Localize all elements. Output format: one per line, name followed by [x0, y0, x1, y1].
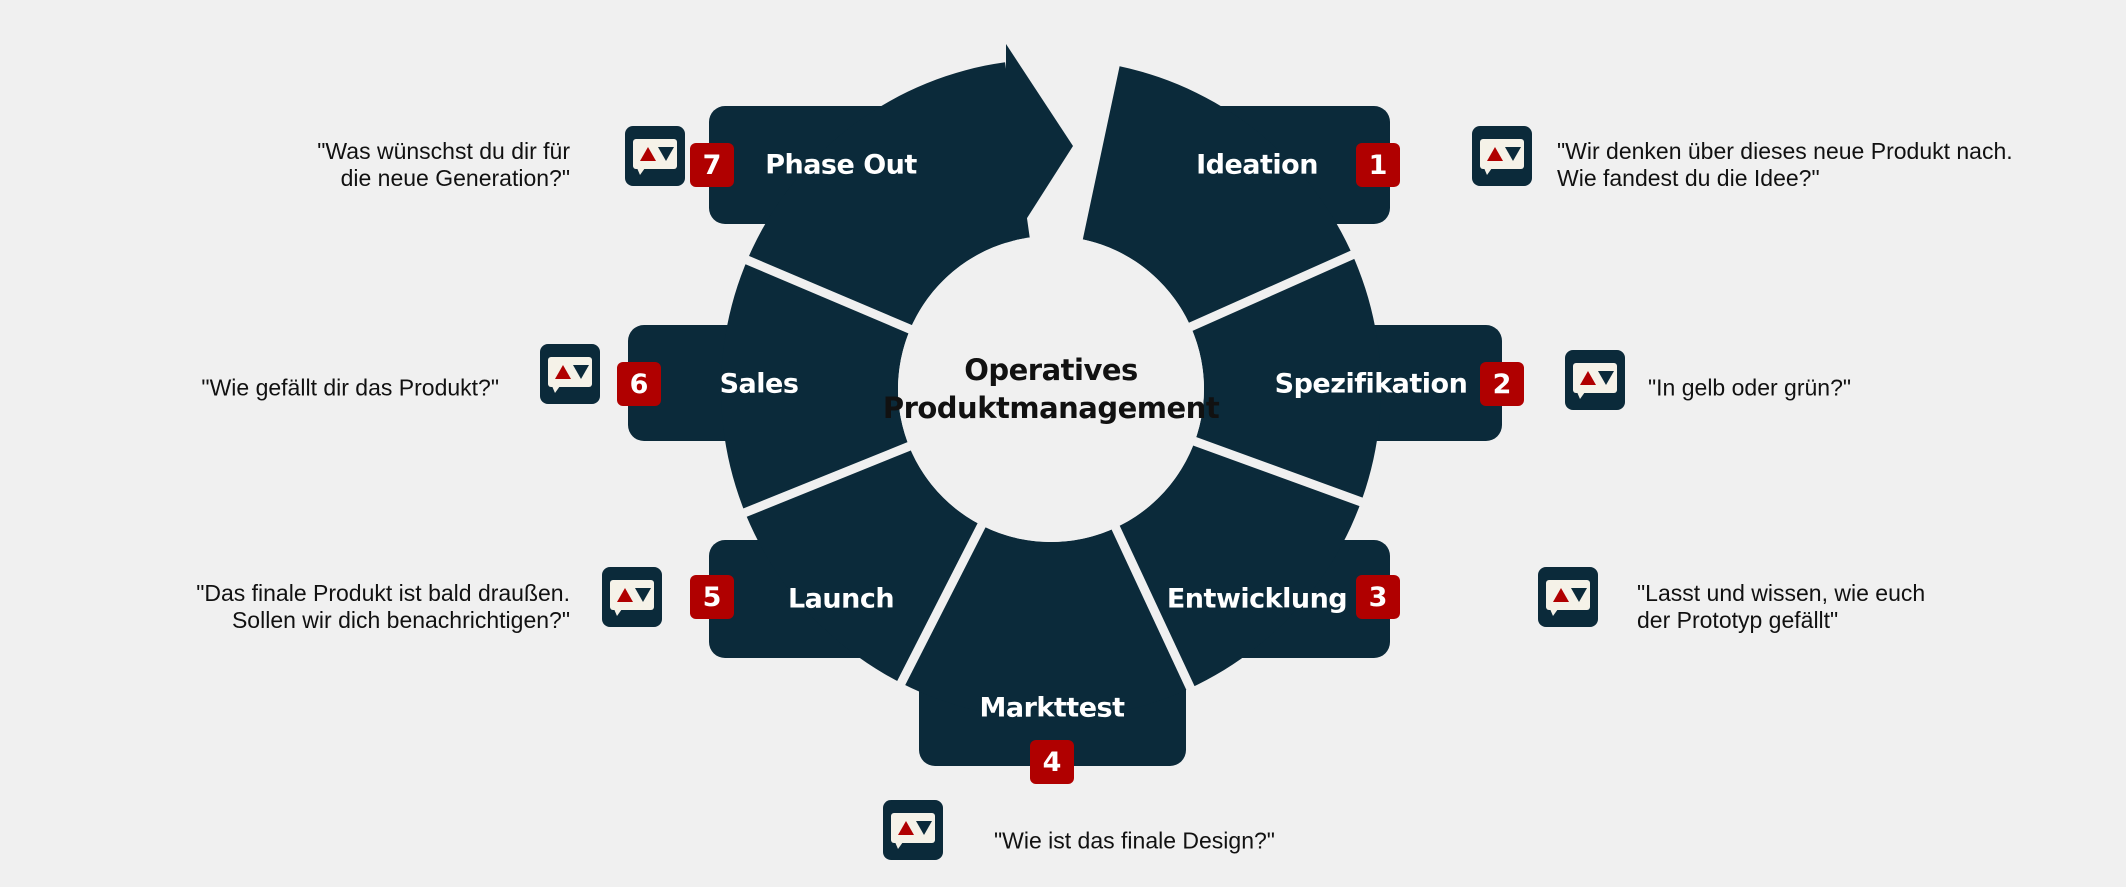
- phase-label-sales: Sales: [719, 368, 799, 400]
- phase-label-markttest: Markttest: [979, 692, 1125, 724]
- center-title-line2: Produktmanagement: [882, 391, 1220, 425]
- quote-line: "Wir denken über dieses neue Produkt nac…: [1557, 138, 2013, 164]
- phase-number-badge: 5: [690, 575, 734, 619]
- center-title: Operatives Produktmanagement: [882, 351, 1220, 427]
- quote-line: der Prototyp gefällt": [1637, 607, 1839, 633]
- feedback-vote-icon: [625, 126, 685, 186]
- segment-divider: [893, 518, 988, 693]
- quote-line: "Wie ist das finale Design?": [994, 827, 1275, 854]
- phase-number-badge: 3: [1356, 575, 1400, 619]
- center-title-line1: Operatives: [964, 353, 1138, 387]
- quote-spezifikation: "In gelb oder grün?": [1648, 375, 1851, 402]
- phase-label-phase-out: Phase Out: [765, 149, 917, 181]
- feedback-vote-icon: [540, 344, 600, 404]
- ring-body: [721, 62, 1382, 719]
- phase-number-badge: 7: [690, 143, 734, 187]
- center-circle: [898, 236, 1204, 542]
- segment-divider: [1184, 247, 1362, 333]
- quote-ideation: "Wir denken über dieses neue Produkt nac…: [1557, 138, 2013, 192]
- phase-label-entwicklung: Entwicklung: [1166, 583, 1348, 615]
- phase-number-badge: 1: [1356, 143, 1400, 187]
- quote-line: die neue Generation?": [340, 165, 570, 191]
- quote-line: "In gelb oder grün?": [1648, 374, 1852, 401]
- segment-divider: [738, 252, 917, 336]
- cycle-arrowhead: [1006, 44, 1073, 251]
- quote-line: "Wie gefällt dir das Produkt?": [201, 374, 499, 401]
- phase-label-spezifikation: Spezifikation: [1274, 368, 1468, 400]
- feedback-vote-icon: [1565, 350, 1625, 410]
- quote-launch: "Das finale Produkt ist bald draußen.Sol…: [196, 580, 570, 634]
- phase-label-launch: Launch: [787, 583, 895, 615]
- phase-label-ideation: Ideation: [1196, 149, 1318, 181]
- segment-divider: [735, 440, 916, 520]
- feedback-vote-icon: [1472, 126, 1532, 186]
- quote-line: Sollen wir dich benachrichtigen?": [231, 607, 570, 633]
- quote-line: "Das finale Produkt ist bald draußen.: [196, 580, 570, 606]
- feedback-vote-icon: [1538, 567, 1598, 627]
- quote-line: "Lasst und wissen, wie euch: [1637, 580, 1926, 606]
- quote-line: Wie fandest du die Idee?": [1557, 165, 1820, 191]
- phase-number-badge: 6: [617, 362, 661, 406]
- phase-number-badge: 4: [1030, 740, 1074, 784]
- segment-divider: [1188, 435, 1371, 509]
- phase-number-badge: 2: [1480, 362, 1524, 406]
- segment-divider: [1109, 521, 1198, 698]
- quote-markttest: "Wie ist das finale Design?": [994, 828, 1275, 855]
- feedback-vote-icon: [883, 800, 943, 860]
- quote-line: "Was wünschst du dir für: [317, 138, 570, 164]
- quote-sales: "Wie gefällt dir das Produkt?": [201, 375, 499, 402]
- feedback-vote-icon: [602, 567, 662, 627]
